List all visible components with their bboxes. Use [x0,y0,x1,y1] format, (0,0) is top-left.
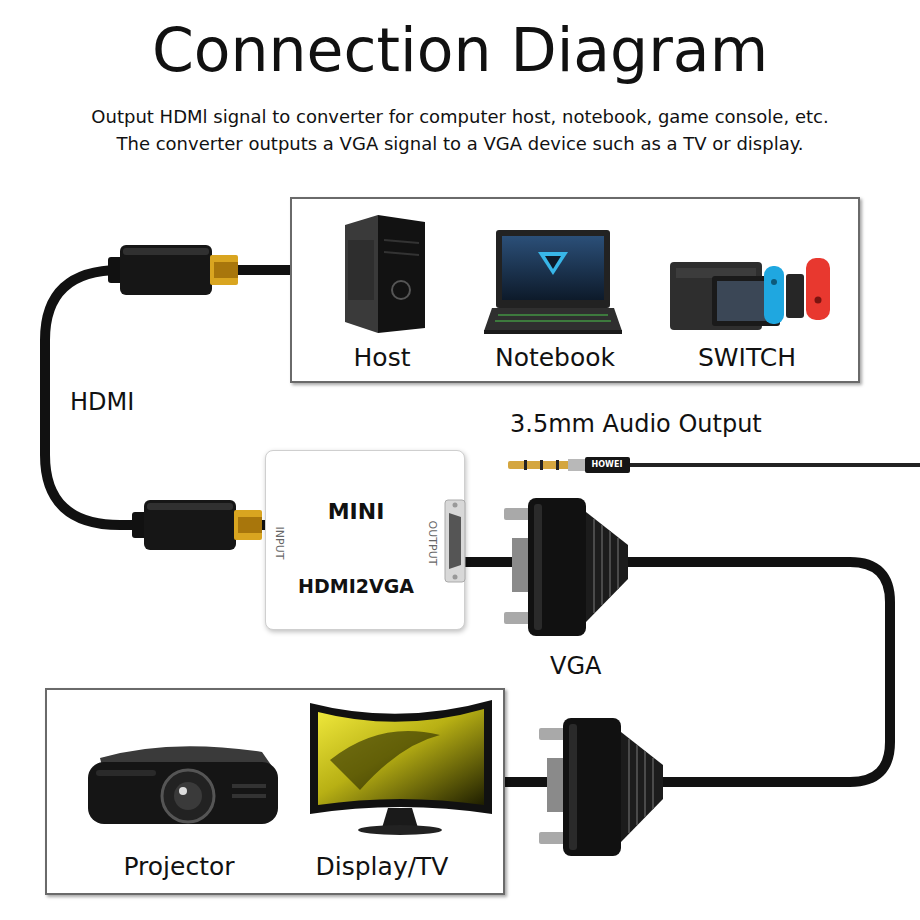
pc-tower-icon-part [345,215,378,333]
laptop-icon-part [538,252,568,275]
pc-tower-icon-part [384,252,419,255]
pc-tower-icon-part [348,240,374,300]
hdmi-plug-bottom [132,500,262,550]
converter-box: MINI HDMI2VGA INPUT OUTPUT [265,450,465,630]
audio-cable-part [524,460,527,470]
audio-label: 3.5mm Audio Output [510,410,762,439]
source-devices-box: Host Notebook SWITCH [290,197,860,383]
device-label: Projector [123,852,234,882]
pc-tower-icon-part [378,215,425,333]
switch-icon [670,258,830,330]
product-name: MINI [328,499,385,525]
hdmi-cable [45,270,290,525]
audio-cable [508,457,920,473]
monitor-icon-part [318,709,484,805]
pc-tower-icon-part [392,281,410,299]
switch-icon-part [815,297,822,304]
projector-icon-part [174,782,202,810]
monitor-icon-part [358,825,442,835]
projector-icon-part [232,794,266,798]
audio-cable-part [568,459,586,471]
audio-cable-part [585,457,630,473]
subtitle-line: Output HDMl signal to converter for comp… [91,106,828,128]
laptop-icon-part [545,256,561,269]
pc-tower-icon-part [384,240,419,243]
port-label: OUTPUT [425,521,438,566]
device-label: SWITCH [698,343,796,373]
laptop-icon [484,230,622,334]
projector-icon-part [96,770,156,776]
projector-icon-part [88,762,278,824]
audio-cable-part [556,460,559,470]
laptop-icon-part [495,320,611,322]
subtitle-line: The converter outputs a VGA signal to a … [117,133,804,155]
port-label: INPUT [272,527,285,560]
monitor-icon-part [330,731,440,790]
audio-cable-part [628,463,920,467]
laptop-icon-part [502,236,604,300]
projector-icon-part [232,784,266,788]
device-label: Notebook [495,343,615,373]
cable-label: HDMI [68,388,136,417]
laptop-icon-part [484,330,622,334]
switch-icon-part [786,274,804,318]
vga-port-part [449,513,461,569]
projector-icon-part [162,770,214,822]
cable-label: VGA [548,652,603,681]
switch-icon-part [806,258,830,320]
audio-cable-part [508,461,570,469]
audio-cable-part [540,460,543,470]
device-label: Display/TV [316,852,449,882]
laptop-icon-part [484,308,622,331]
projector-icon-part [179,787,187,795]
monitor-icon-part [310,700,492,814]
vga-connector-bottom [539,718,663,856]
vga-port-part [453,503,458,508]
laptop-icon-part [496,230,610,308]
title: Connection Diagram [152,14,768,86]
projector-icon [88,746,278,824]
brand-mark: HOWEI [592,459,623,470]
product-model: HDMI2VGA [298,575,414,598]
device-label: Host [354,343,411,373]
pc-tower-icon [345,215,425,333]
switch-icon-part [764,266,784,324]
hdmi-plug-top [108,245,238,295]
display-devices-box: Projector Display/TV [45,688,505,895]
vga-port [444,499,466,583]
vga-port-part [453,575,458,580]
vga-port-part [445,500,465,582]
switch-icon-part [771,279,777,285]
monitor-icon [310,700,492,835]
laptop-icon-part [498,314,608,316]
vga-connector-top [504,498,628,636]
